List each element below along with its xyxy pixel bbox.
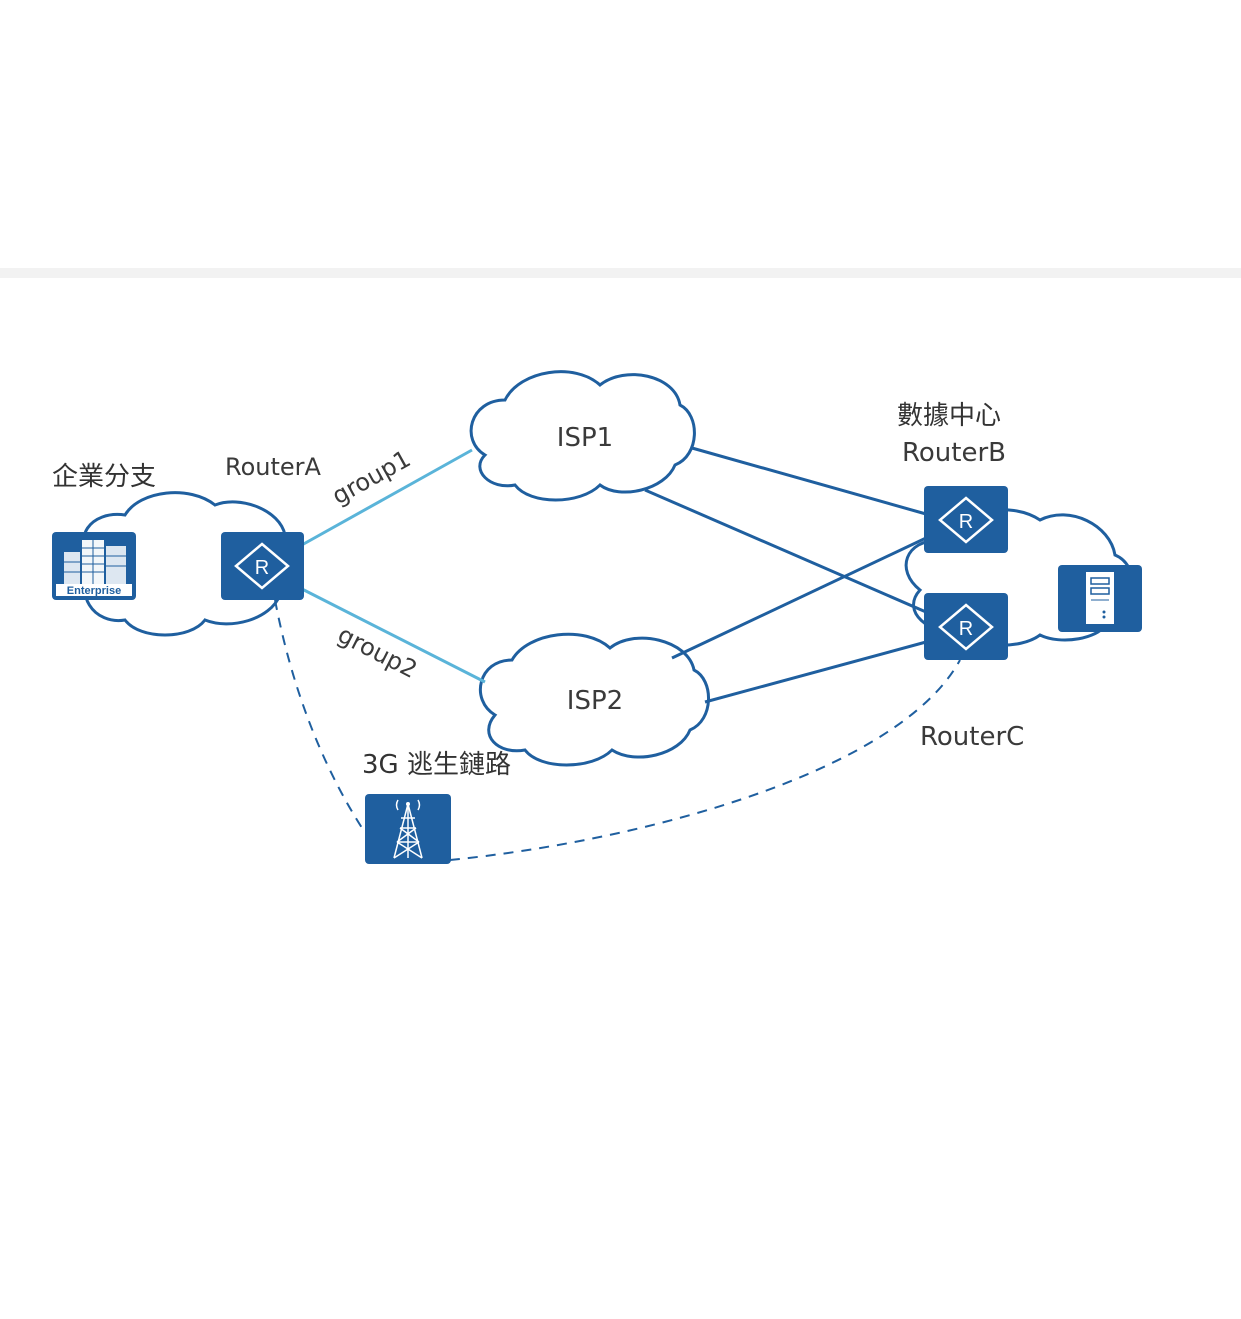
escape-link-label: 3G 逃生鏈路 <box>362 750 511 780</box>
cell-tower-icon <box>365 794 451 864</box>
router-c-glyph: R <box>959 618 973 640</box>
isp2-label: ISP2 <box>567 686 623 716</box>
router-a-glyph: R <box>255 557 269 579</box>
link-routera-isp1-group1 <box>299 448 473 548</box>
isp1-label: ISP1 <box>557 423 613 453</box>
group2-label: group2 <box>333 620 421 684</box>
header-separator-band <box>0 268 1241 278</box>
router-b-glyph: R <box>959 511 973 533</box>
router-c-icon: R <box>924 593 1008 660</box>
router-a-icon: R <box>221 532 304 600</box>
router-c-label: RouterC <box>920 722 1024 752</box>
escape-link-routera-tower <box>274 599 363 829</box>
branch-label: 企業分支 <box>52 462 156 492</box>
enterprise-building-icon: Enterprise <box>52 532 136 600</box>
router-b-label: RouterB <box>902 438 1006 468</box>
link-isp2-routerb <box>671 536 927 660</box>
link-isp1-routerb <box>691 446 927 516</box>
group1-label: group1 <box>327 445 415 511</box>
router-a-label: RouterA <box>225 453 322 481</box>
server-icon <box>1058 565 1142 632</box>
enterprise-label: Enterprise <box>67 585 121 597</box>
isp1-cloud <box>469 370 696 502</box>
escape-link-tower-routerc <box>449 659 961 861</box>
link-isp2-routerc <box>704 640 927 704</box>
isp2-cloud <box>478 632 710 767</box>
router-b-icon: R <box>924 486 1008 553</box>
link-isp1-routerc <box>644 488 927 614</box>
link-routera-isp2-group2 <box>299 586 486 684</box>
datacenter-label: 數據中心 <box>897 401 1001 431</box>
